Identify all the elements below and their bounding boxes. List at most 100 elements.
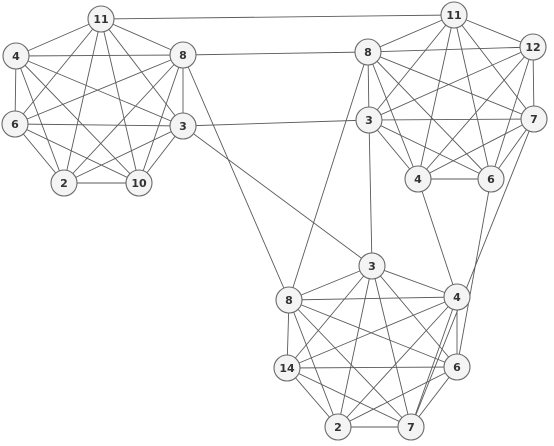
clique-edge-a4-a3 [15,55,184,127]
clique-edge-c3-c2 [337,265,373,428]
clique-edge-c3-c7 [371,265,412,428]
node-label: 2 [60,177,68,190]
clique-edge-a6-a3 [14,123,184,127]
clique-edge-b3-b7 [368,118,535,121]
clique-edge-c8-c7 [288,299,412,428]
node-label: 3 [365,114,373,127]
clique-edge-b11-b6 [453,14,492,180]
clique-edge-c3-c14 [286,265,373,369]
node-circle [477,165,505,193]
clique-edge-a4-a10 [15,55,140,184]
node-circle [397,413,425,441]
node-a4: 4 [2,42,30,70]
clique-edge-c4-c2 [337,296,458,428]
node-label: 8 [285,294,293,307]
clique-edge-a6-a10 [14,123,140,184]
node-c14: 14 [273,354,301,382]
bridge-edge-a8-b8 [182,51,369,56]
clique-edge-a8-a2 [63,54,184,184]
clique-edge-b11-b3 [368,14,455,121]
node-label: 11 [93,13,108,26]
clique-edge-a11-a6 [14,18,102,125]
clique-edge-b12-b6 [490,46,534,180]
clique-edge-a11-a4 [15,18,102,57]
clique-edge-b8-b7 [367,51,535,120]
clique-edge-a11-a10 [100,18,140,184]
node-circle [354,38,382,66]
clique-edge-b8-b4 [367,51,419,180]
bridge-edge-b4-c4 [417,178,458,298]
node-label: 6 [487,173,495,186]
clique-edge-c3-c8 [288,265,373,301]
clique-edge-c14-c7 [286,367,412,428]
clique-edge-c8-c2 [288,299,339,428]
clique-edge-b11-b12 [453,14,534,48]
node-label: 2 [334,421,342,434]
bridge-edge-a3-b3 [182,119,370,127]
node-label: 7 [530,113,538,126]
node-circle [443,283,471,311]
node-circle [2,42,30,70]
node-label: 4 [414,173,422,186]
clique-edge-a4-a8 [15,54,184,57]
clique-edge-c4-c7 [410,296,458,428]
bridge-edge-b7-c7 [410,118,535,428]
node-c7: 7 [397,413,425,441]
node-circle [50,169,78,197]
node-label: 3 [179,120,187,133]
clique-edge-b8-b12 [367,46,534,53]
node-circle [404,165,432,193]
node-circle [443,353,471,381]
node-a6: 6 [1,110,29,138]
node-a8: 8 [169,41,197,69]
node-label: 11 [446,9,461,22]
clique-edge-c8-c6 [288,299,458,368]
clique-edge-c14-c6 [286,366,458,369]
node-c2: 2 [324,413,352,441]
node-label: 4 [453,291,461,304]
clique-edge-a4-a2 [15,55,65,184]
clique-edge-b7-b4 [417,118,535,180]
node-label: 14 [279,362,295,375]
clique-edge-c6-c2 [337,366,458,428]
clique-edge-a3-a2 [63,125,184,184]
node-circle [275,286,303,314]
clique-edge-b12-b4 [417,46,534,180]
clique-edge-b11-b8 [367,14,455,53]
node-a3: 3 [169,112,197,140]
node-circle [324,413,352,441]
bridge-edge-b8-c8 [288,51,369,301]
clique-edge-a11-a2 [63,18,102,184]
node-label: 8 [179,49,187,62]
node-a11: 11 [87,5,115,33]
node-b6: 6 [477,165,505,193]
node-c8: 8 [275,286,303,314]
node-circle [87,5,115,33]
node-label: 12 [525,41,540,54]
node-circle [273,354,301,382]
node-c3: 3 [358,252,386,280]
node-circle [519,33,547,61]
node-b3: 3 [355,106,383,134]
bridge-edge-b3-c3 [368,119,373,267]
node-c4: 4 [443,283,471,311]
bridge-edge-a11-b11 [100,14,455,20]
clique-edge-b8-b6 [367,51,492,180]
clique-edge-c8-c4 [288,296,458,301]
node-a2: 2 [50,169,78,197]
clique-edge-a11-a3 [100,18,184,127]
node-label: 3 [368,260,376,273]
node-circle [169,41,197,69]
node-circle [125,169,153,197]
clique-edge-b3-b6 [368,119,492,180]
node-circle [169,112,197,140]
clique-edge-b11-b7 [453,14,535,120]
bridge-edge-b6-c6 [456,178,492,368]
node-label: 8 [364,46,372,59]
node-label: 4 [12,50,20,63]
clique-edge-c3-c6 [371,265,458,368]
node-circle [520,105,548,133]
bridge-edge-a8-c8 [182,54,290,301]
